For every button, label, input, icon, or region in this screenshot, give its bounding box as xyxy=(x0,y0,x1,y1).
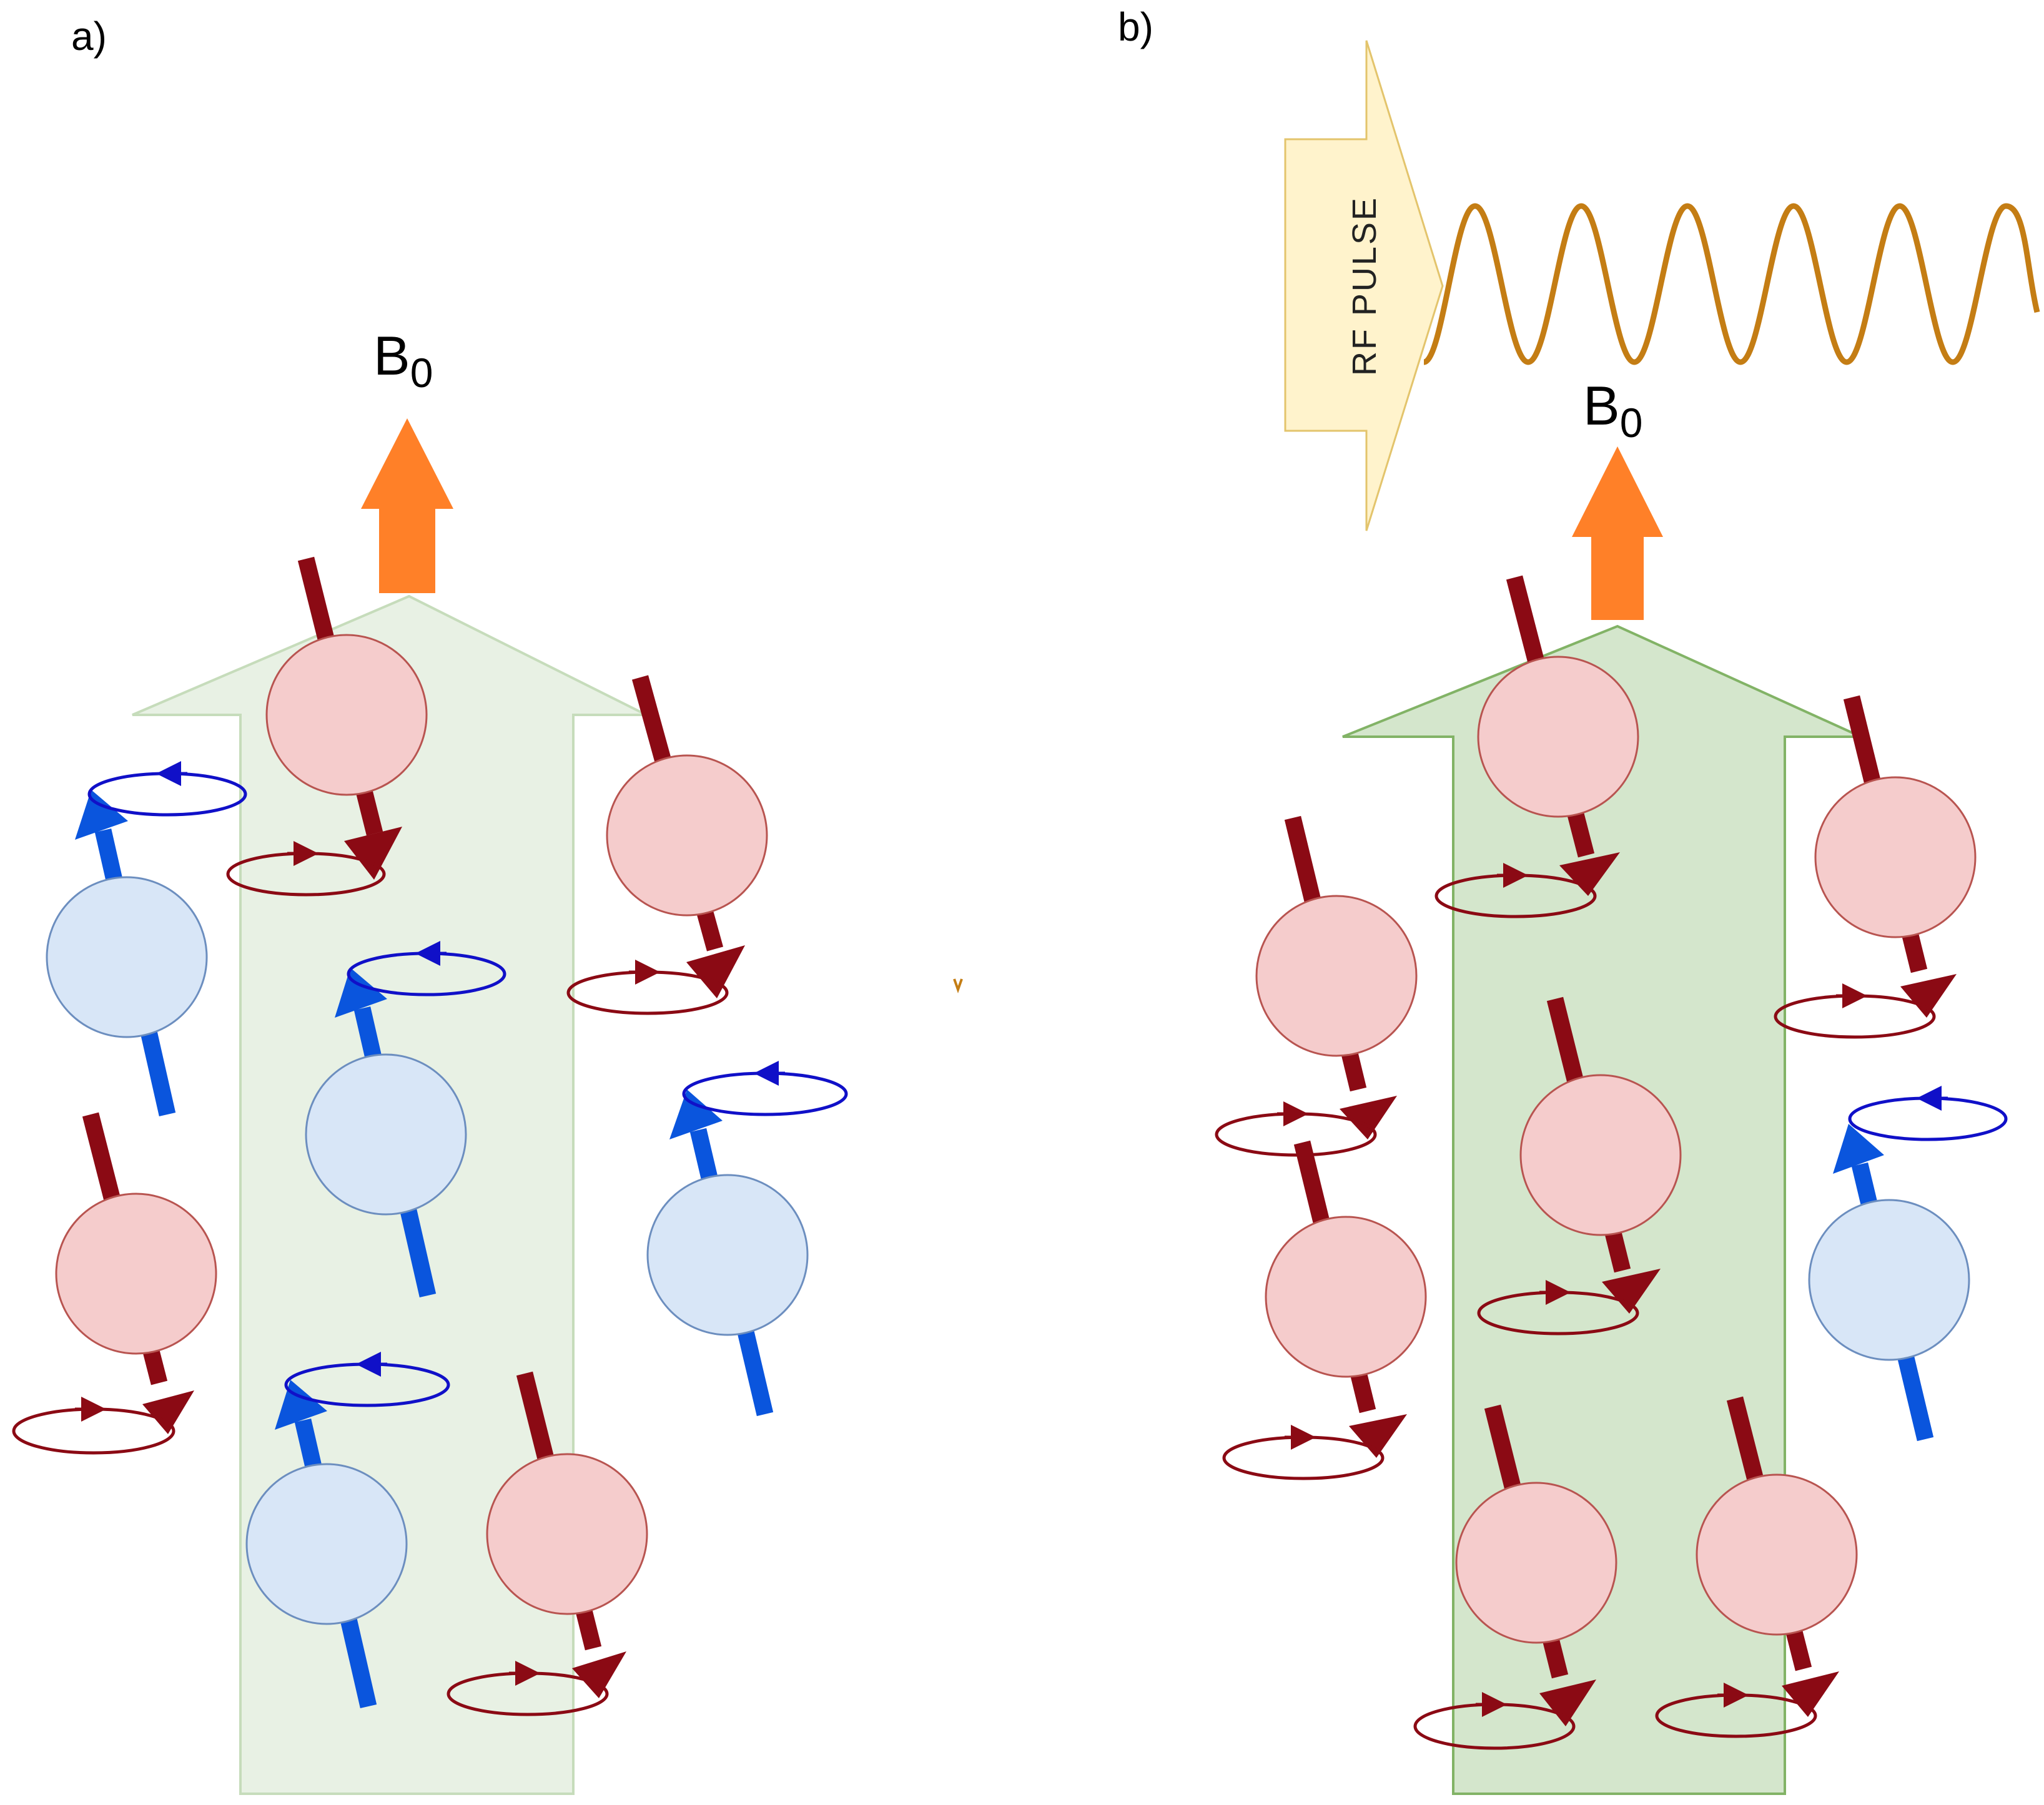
panel-label-b: b) xyxy=(1118,4,1153,49)
b0-arrow-b xyxy=(1572,446,1663,620)
spin-down-proton xyxy=(1413,1404,1617,1750)
spin-down-proton xyxy=(1434,575,1639,918)
spin-down-proton xyxy=(1774,695,1977,1039)
spin-down-proton xyxy=(1215,815,1418,1157)
panel-b: b) RF PULSE B0 xyxy=(1118,4,2040,1795)
spin-down-proton xyxy=(226,556,428,897)
spin-up-proton xyxy=(46,761,247,1116)
rf-wave xyxy=(1423,203,2040,365)
spin-up-proton xyxy=(1808,1086,2008,1442)
stray-mark xyxy=(953,978,963,994)
field-arrow-a: B0 xyxy=(361,325,453,593)
spin-down-proton xyxy=(1477,996,1682,1335)
panel-a: a) B0 xyxy=(12,14,963,1795)
panel-label-a: a) xyxy=(71,14,107,59)
b0-label-a: B0 xyxy=(373,325,433,396)
spin-down-proton xyxy=(12,1112,217,1455)
field-arrow-b: B0 xyxy=(1572,375,1663,620)
spin-up-proton xyxy=(245,1352,450,1709)
spin-down-proton xyxy=(1222,1140,1427,1480)
b0-arrow-a xyxy=(361,418,453,593)
spin-up-proton xyxy=(305,941,506,1298)
spin-down-proton xyxy=(566,675,768,1015)
spin-up-proton xyxy=(646,1061,848,1417)
spin-down-proton xyxy=(1655,1396,1858,1738)
b0-label-b: B0 xyxy=(1583,375,1642,446)
spin-down-proton xyxy=(447,1371,648,1716)
rf-pulse-label: RF PULSE xyxy=(1346,196,1383,376)
rf-pulse-arrow: RF PULSE xyxy=(1284,40,1444,531)
